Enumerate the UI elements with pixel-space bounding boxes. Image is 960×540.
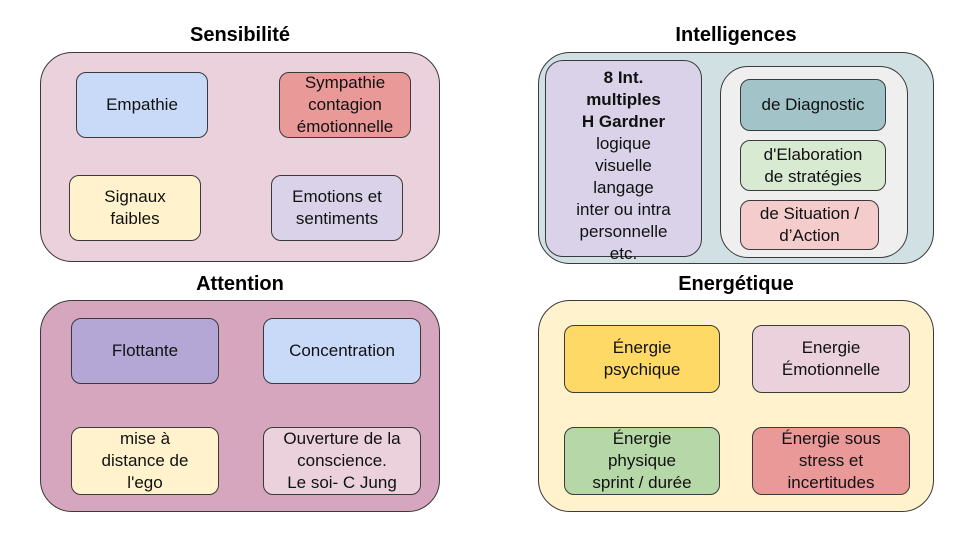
gardner-list: logique visuelle langage inter ou intra …	[576, 134, 671, 263]
intelligences-title: Intelligences	[675, 24, 797, 46]
elaboration-box: d'Elaboration de stratégies	[740, 140, 886, 191]
emotionnelle-box: Energie Émotionnelle	[752, 325, 910, 393]
empathie-box: Empathie	[76, 72, 208, 138]
psychique-box: Énergie psychique	[564, 325, 720, 393]
physique-box: Énergie physique sprint / durée	[564, 427, 720, 495]
mise-distance-box: mise à distance de l'ego	[71, 427, 219, 495]
attention-title: Attention	[196, 273, 284, 295]
signaux-box: Signaux faibles	[69, 175, 201, 241]
stress-box: Énergie sous stress et incertitudes	[752, 427, 910, 495]
gardner-heading: 8 Int. multiples H Gardner	[581, 68, 666, 131]
gardner-box: 8 Int. multiples H Gardner logique visue…	[545, 60, 702, 263]
sympathie-box: Sympathie contagion émotionnelle	[279, 72, 411, 138]
emotions-box: Emotions et sentiments	[271, 175, 403, 241]
ouverture-box: Ouverture de la conscience. Le soi- C Ju…	[263, 427, 421, 495]
situation-box: de Situation / d’Action	[740, 200, 879, 250]
energetique-title: Energétique	[678, 273, 794, 295]
diagnostic-box: de Diagnostic	[740, 79, 886, 131]
flottante-box: Flottante	[71, 318, 219, 384]
sensibilite-title: Sensibilité	[189, 24, 291, 46]
concentration-box: Concentration	[263, 318, 421, 384]
